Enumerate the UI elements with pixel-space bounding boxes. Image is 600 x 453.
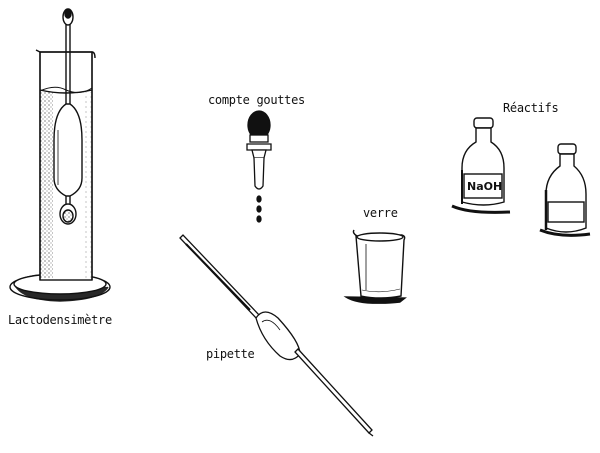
beaker-illustration (343, 229, 407, 304)
label-pipette: pipette (206, 347, 255, 361)
label-compte-gouttes: compte gouttes (208, 93, 305, 107)
reagent-bottle-2 (539, 143, 591, 237)
beaker-glass (355, 234, 406, 299)
label-reactifs: Réactifs (503, 101, 559, 115)
reagent-bottle-naoh (451, 117, 511, 214)
pipette-illustration (179, 234, 374, 437)
label-lactodensimetre: Lactodensimètre (8, 313, 112, 327)
dropper-illustration (246, 110, 272, 223)
label-verre: verre (363, 206, 398, 220)
bottle-label-naoh: NaOH (467, 180, 503, 193)
lactodensimeter-illustration (9, 8, 111, 302)
